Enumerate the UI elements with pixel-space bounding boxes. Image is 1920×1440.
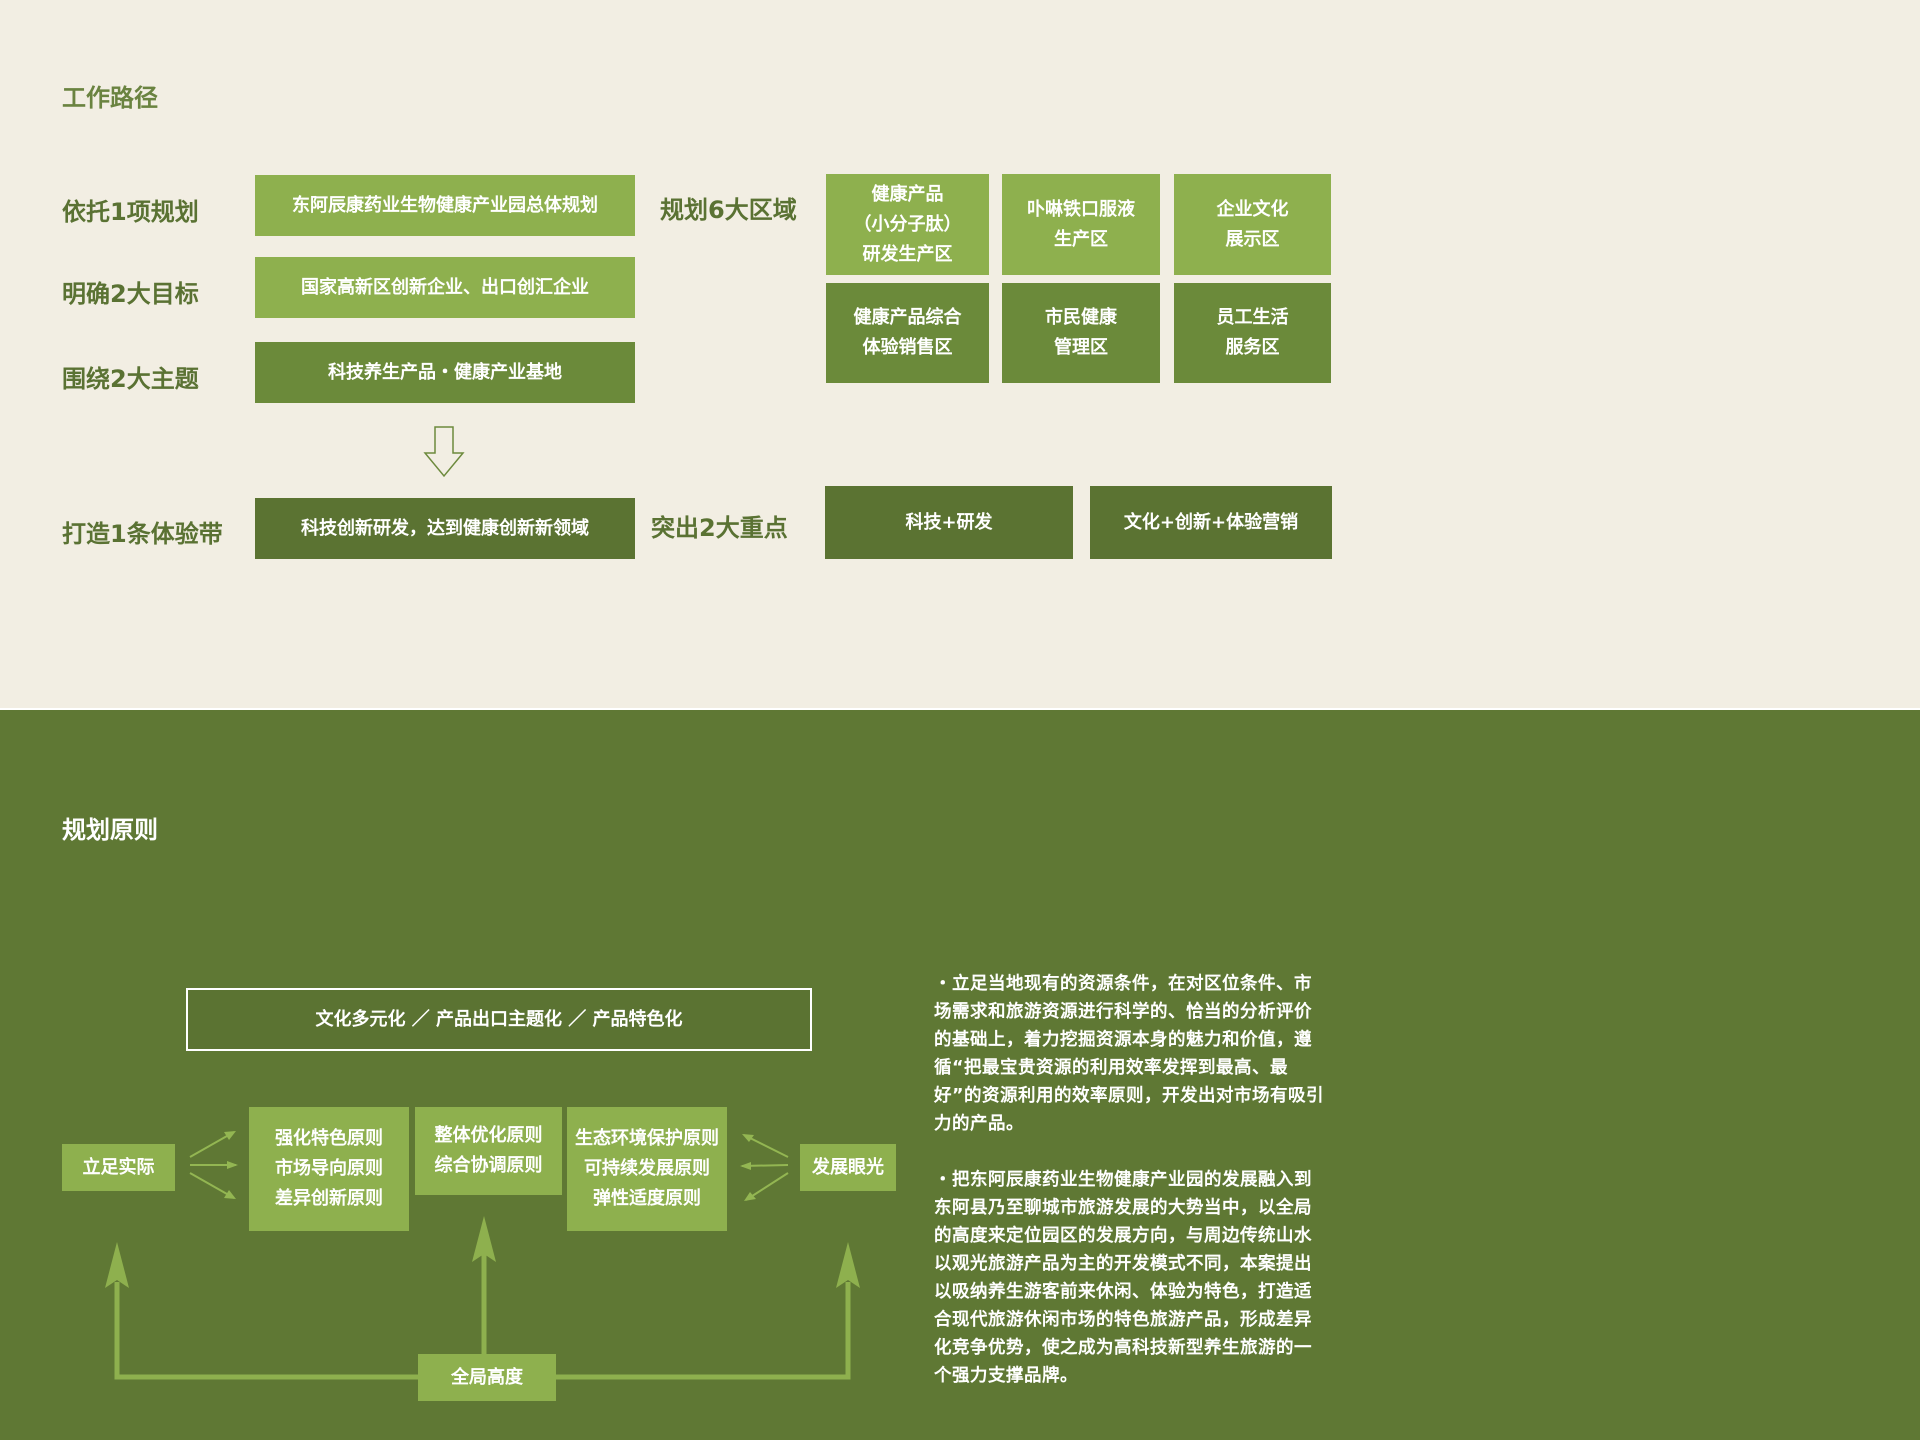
focus-label: 突出2大重点 (651, 514, 788, 542)
regions-label: 规划6大区域 (660, 196, 797, 224)
principle-group-ecology: 生态环境保护原则 可持续发展原则 弹性适度原则 (567, 1107, 727, 1231)
principle-group-optimization: 整体优化原则 综合协调原则 (415, 1107, 562, 1195)
flow-connectors (105, 1131, 860, 1380)
principle-group-features: 强化特色原则 市场导向原则 差异创新原则 (249, 1107, 409, 1231)
region-box-health-products: 健康产品 （小分子肽） 研发生产区 (826, 174, 989, 275)
principle-paragraph-overall: ・把东阿辰康药业生物健康产业园的发展融入到东阿县乃至聊城市旅游发展的大势当中，以… (934, 1170, 1312, 1386)
region-box-staff-services: 员工生活 服务区 (1174, 283, 1331, 383)
section-divider (0, 708, 1920, 711)
principles-header-box: 文化多元化 ／ 产品出口主题化 ／ 产品特色化 (186, 988, 812, 1051)
down-arrow-icon (423, 426, 465, 478)
row-label-experience: 打造1条体验带 (62, 520, 223, 548)
plan-box: 东阿辰康药业生物健康产业园总体规划 (255, 175, 635, 236)
row-label-goals: 明确2大目标 (62, 280, 199, 308)
principle-paragraph-resources: ・立足当地现有的资源条件，在对区位条件、市场需求和旅游资源进行科学的、恰当的分析… (934, 974, 1324, 1134)
region-box-experience-sales: 健康产品综合 体验销售区 (826, 283, 989, 383)
planning-principles-section (0, 710, 1920, 1440)
focus-box-culture-marketing: 文化+创新+体验营销 (1090, 486, 1332, 559)
region-box-porphyrin-iron: 卟啉铁口服液 生产区 (1002, 174, 1160, 275)
region-box-citizen-health: 市民健康 管理区 (1002, 283, 1160, 383)
row-label-themes: 围绕2大主题 (62, 365, 199, 393)
goals-box: 国家高新区创新企业、出口创汇企业 (255, 257, 635, 318)
region-box-corporate-culture: 企业文化 展示区 (1174, 174, 1331, 275)
themes-box: 科技养生产品・健康产业基地 (255, 342, 635, 403)
row-label-plan: 依托1项规划 (62, 198, 199, 226)
node-overall: 全局高度 (418, 1354, 556, 1401)
focus-box-tech-rd: 科技+研发 (825, 486, 1073, 559)
node-practical: 立足实际 (62, 1144, 175, 1191)
experience-box: 科技创新研发，达到健康创新新领域 (255, 498, 635, 559)
section-title-work-path: 工作路径 (62, 84, 158, 112)
node-vision: 发展眼光 (800, 1144, 896, 1191)
section-title-principles: 规划原则 (62, 816, 158, 844)
